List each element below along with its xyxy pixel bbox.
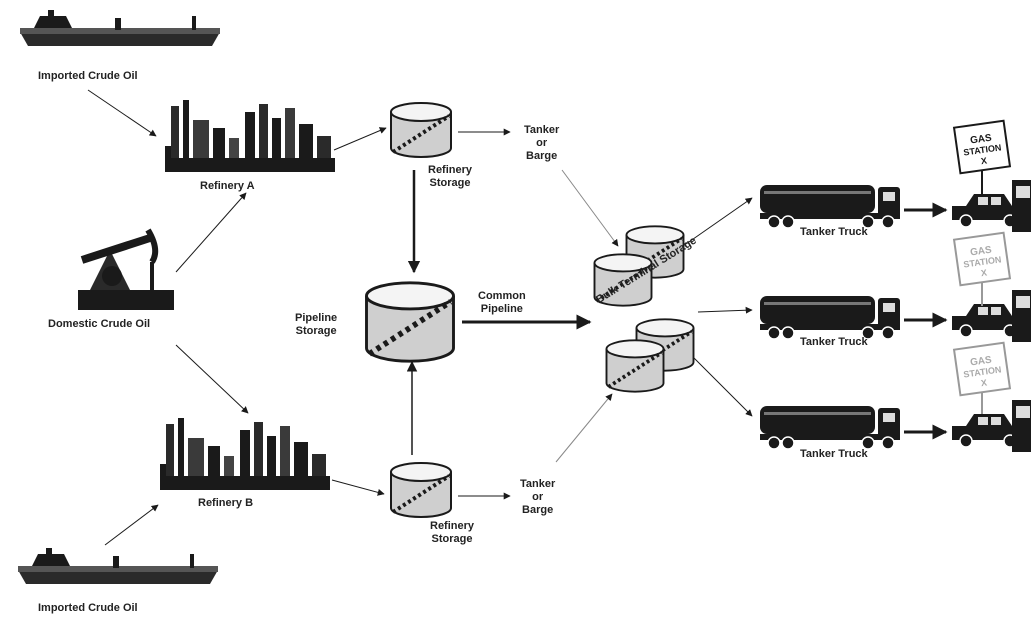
label-tanker-truck-2: Tanker Truck <box>800 336 868 349</box>
label-common-pipeline-line-1: Common <box>478 290 526 303</box>
label-refinery-storage-top-line-1: Refinery <box>428 164 472 177</box>
label-pipeline-storage-line-2: Storage <box>295 325 337 338</box>
label-imported-crude-top: Imported Crude Oil <box>38 70 138 83</box>
tanker-truck-icon-2 <box>760 296 900 339</box>
arrow-bulk-terminal-to-truck-3 <box>694 358 752 416</box>
arrow-bulk-terminal-to-truck-2 <box>698 310 752 312</box>
ship-icon-top <box>20 10 220 46</box>
gas-pump-icon-3 <box>1012 400 1031 452</box>
label-pipeline-storage-line-1: Pipeline <box>295 312 337 325</box>
ship-icon-bottom <box>18 548 218 584</box>
arrow-bulk-terminal-to-truck-1 <box>686 198 752 244</box>
label-refinery-storage-bottom-line-2: Storage <box>430 533 474 546</box>
arrow-domestic-to-refinery-a <box>176 193 246 272</box>
label-tanker-barge-bottom-line-3: Barge <box>520 504 555 517</box>
tanker-truck-icon-1 <box>760 185 900 228</box>
label-tanker-barge-top-line-1: Tanker <box>524 124 559 137</box>
label-refinery-storage-top: Refinery Storage <box>428 164 472 190</box>
label-refinery-storage-bottom: Refinery Storage <box>430 520 474 546</box>
refinery-a-icon <box>165 100 335 172</box>
tanker-truck-icon-3 <box>760 406 900 449</box>
gas-pump-icon-1 <box>1012 180 1031 232</box>
label-common-pipeline: Common Pipeline <box>478 290 526 316</box>
arrow-imported-top-to-refinery-a <box>88 90 156 136</box>
label-imported-crude-bottom: Imported Crude Oil <box>38 602 138 615</box>
arrow-refinery-a-to-storage <box>334 128 386 150</box>
gas-station-sign-2: GAS STATION X <box>954 233 1010 306</box>
arrow-domestic-to-refinery-b <box>176 345 248 413</box>
label-domestic-crude: Domestic Crude Oil <box>48 318 150 331</box>
oil-pump-icon <box>78 230 174 310</box>
label-refinery-b: Refinery B <box>198 497 253 510</box>
label-tanker-truck-3: Tanker Truck <box>800 448 868 461</box>
pipeline-storage-tank-icon <box>367 283 454 361</box>
label-tanker-barge-bottom: Tanker or Barge <box>520 478 555 517</box>
gas-pump-icon-2 <box>1012 290 1031 342</box>
bulk-terminal-tank-icon-4 <box>607 340 664 391</box>
label-tanker-barge-bottom-line-1: Tanker <box>520 478 555 491</box>
label-pipeline-storage: Pipeline Storage <box>295 312 337 338</box>
gas-station-sign-3: GAS STATION X <box>954 343 1010 414</box>
arrow-tanker-bottom-to-bulk-terminal <box>556 394 612 462</box>
label-refinery-storage-bottom-line-1: Refinery <box>430 520 474 533</box>
label-tanker-barge-top-line-2: or <box>524 137 559 150</box>
label-tanker-truck-1: Tanker Truck <box>800 226 868 239</box>
label-common-pipeline-line-2: Pipeline <box>478 303 526 316</box>
arrow-imported-bottom-to-refinery-b <box>105 505 158 545</box>
refinery-storage-top-tank-icon <box>391 103 451 157</box>
arrow-refinery-b-to-storage <box>332 480 384 494</box>
label-tanker-barge-bottom-line-2: or <box>520 491 555 504</box>
arrow-tanker-top-to-bulk-terminal <box>562 170 618 246</box>
gas-station-sign-1: GAS STATION X <box>954 121 1010 196</box>
label-tanker-barge-top-line-3: Barge <box>524 150 559 163</box>
refinery-b-icon <box>160 418 330 490</box>
label-refinery-a: Refinery A <box>200 180 255 193</box>
refinery-storage-bottom-tank-icon <box>391 463 451 517</box>
label-tanker-barge-top: Tanker or Barge <box>524 124 559 163</box>
label-refinery-storage-top-line-2: Storage <box>428 177 472 190</box>
